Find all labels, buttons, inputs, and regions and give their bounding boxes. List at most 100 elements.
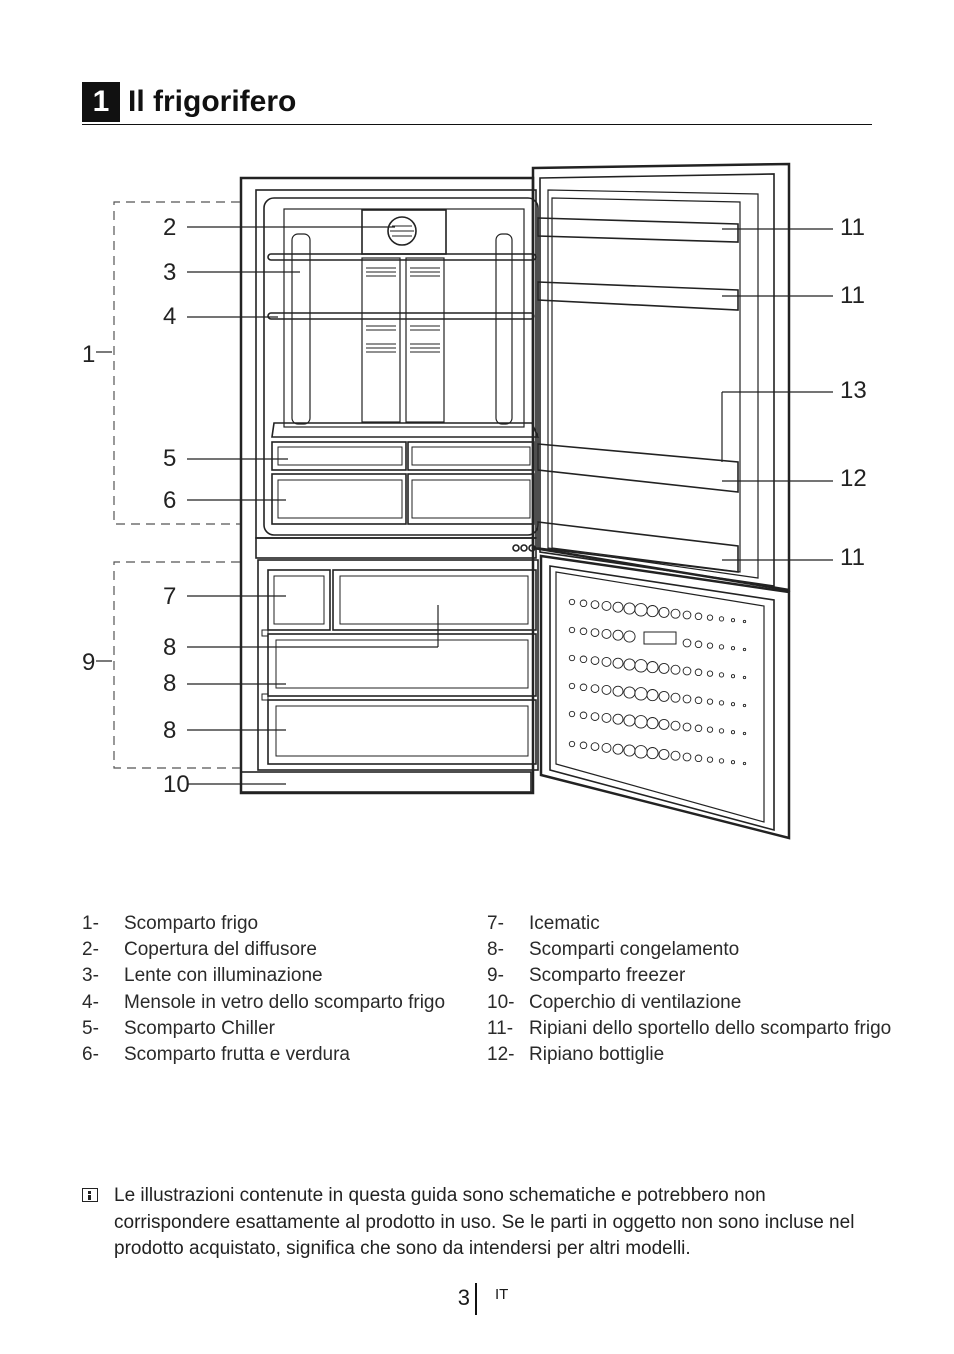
door-dot (579, 627, 588, 636)
callout-3: 3 (163, 259, 176, 286)
door-dot (634, 659, 648, 673)
info-icon (82, 1188, 98, 1202)
callout-9: 9 (82, 649, 95, 676)
door-dot (682, 666, 692, 676)
callout-11a: 11 (840, 214, 865, 241)
door-shelf (537, 217, 739, 243)
legend-item: 8-Scomparti congelamento (487, 939, 740, 961)
door-dot (742, 675, 747, 680)
door-dot (579, 655, 588, 664)
door-dot (590, 742, 600, 751)
legend-item: 1-Scomparto frigo (82, 913, 259, 934)
door-dot (646, 747, 659, 760)
fridge-diagram: 1 2 3 4 5 6 7 8 8 8 9 10 11 11 13 12 11 (82, 162, 867, 840)
door-dot (601, 712, 612, 723)
legend-item: 10-Coperchio di ventilazione (487, 991, 742, 1013)
page-footer: 3 IT (0, 1283, 954, 1317)
door-dot (568, 740, 576, 748)
door-dot (623, 686, 636, 699)
callout-8c: 8 (163, 717, 176, 744)
page-number: 3 (457, 1285, 470, 1310)
door-dot (634, 745, 648, 759)
bottle-shelf (537, 443, 739, 493)
door-dot (590, 600, 600, 609)
door-dot (623, 658, 636, 671)
door-dot (612, 601, 624, 613)
note-text: Le illustrazioni contenute in questa gui… (114, 1185, 855, 1259)
door-dot (568, 682, 576, 690)
door-shelf (537, 521, 739, 573)
door-dot (590, 656, 600, 665)
door-dot (658, 606, 670, 618)
door-dot (718, 672, 725, 678)
door-dot (682, 694, 692, 704)
door-dot (634, 687, 648, 701)
door-shelf (537, 281, 739, 311)
door-dot (658, 662, 670, 674)
door-dot (646, 661, 659, 674)
crisper-drawer (407, 473, 535, 525)
callout-7: 7 (163, 583, 176, 610)
door-dot (658, 718, 670, 730)
door-dot (742, 647, 747, 652)
door-dot (568, 710, 576, 718)
door-dot (670, 664, 681, 675)
door-dot (706, 726, 714, 733)
section-title: Il frigorifero (128, 85, 297, 118)
door-dot (612, 713, 624, 725)
door-dot (694, 696, 703, 705)
door-dot (682, 610, 692, 620)
door-dot (579, 599, 588, 608)
door-dot (646, 717, 659, 730)
glass-shelf (267, 312, 535, 320)
door-dot (730, 760, 736, 765)
freezer-drawer (332, 569, 537, 631)
door-dot (658, 748, 670, 760)
door-dot (579, 711, 588, 720)
door-dot (590, 628, 600, 637)
door-dot (646, 689, 659, 702)
door-dot (612, 629, 624, 641)
legend-right: 7-Icematic 8-Scomparti congelamento 9-Sc… (487, 911, 907, 1068)
door-dot (682, 638, 692, 648)
door-dot (682, 722, 692, 732)
door-dot (601, 656, 612, 667)
door-dot (623, 744, 636, 757)
freezer-display (643, 631, 677, 645)
door-dot (601, 600, 612, 611)
legend-item: 12-Ripiano bottiglie (487, 1043, 665, 1065)
section-number: 1 (82, 82, 120, 122)
door-dot (718, 728, 725, 734)
legend-item: 11-Ripiani dello sportello dello scompar… (487, 1017, 892, 1039)
callout-4: 4 (163, 303, 176, 330)
legend-left: 1-Scomparto frigo 2-Copertura del diffus… (82, 911, 472, 1068)
callout-5: 5 (163, 445, 176, 472)
door-dot (694, 612, 703, 621)
icematic (267, 569, 331, 631)
callout-8a: 8 (163, 634, 176, 661)
door-dot (601, 742, 612, 753)
ventilation-cover (240, 771, 532, 793)
callout-13: 13 (840, 377, 867, 404)
door-dot (694, 754, 703, 763)
door-dot (694, 724, 703, 733)
language-code: IT (495, 1286, 509, 1303)
door-dot (646, 605, 659, 618)
door-dot (601, 684, 612, 695)
door-dot (568, 598, 576, 606)
door-dot (694, 668, 703, 677)
legend-item: 6-Scomparto frutta e verdura (82, 1043, 350, 1065)
callout-11c: 11 (840, 544, 865, 571)
door-dot (730, 674, 736, 679)
door-dot (706, 698, 714, 705)
door-dot (706, 614, 714, 621)
callout-8b: 8 (163, 670, 176, 697)
callout-12: 12 (840, 465, 867, 492)
door-dot (718, 616, 725, 622)
callout-1: 1 (82, 341, 95, 368)
door-dot (706, 670, 714, 677)
door-dot (568, 654, 576, 662)
door-dot (634, 603, 648, 617)
section-heading: 1 Il frigorifero (82, 82, 872, 125)
callout-2: 2 (163, 214, 176, 241)
